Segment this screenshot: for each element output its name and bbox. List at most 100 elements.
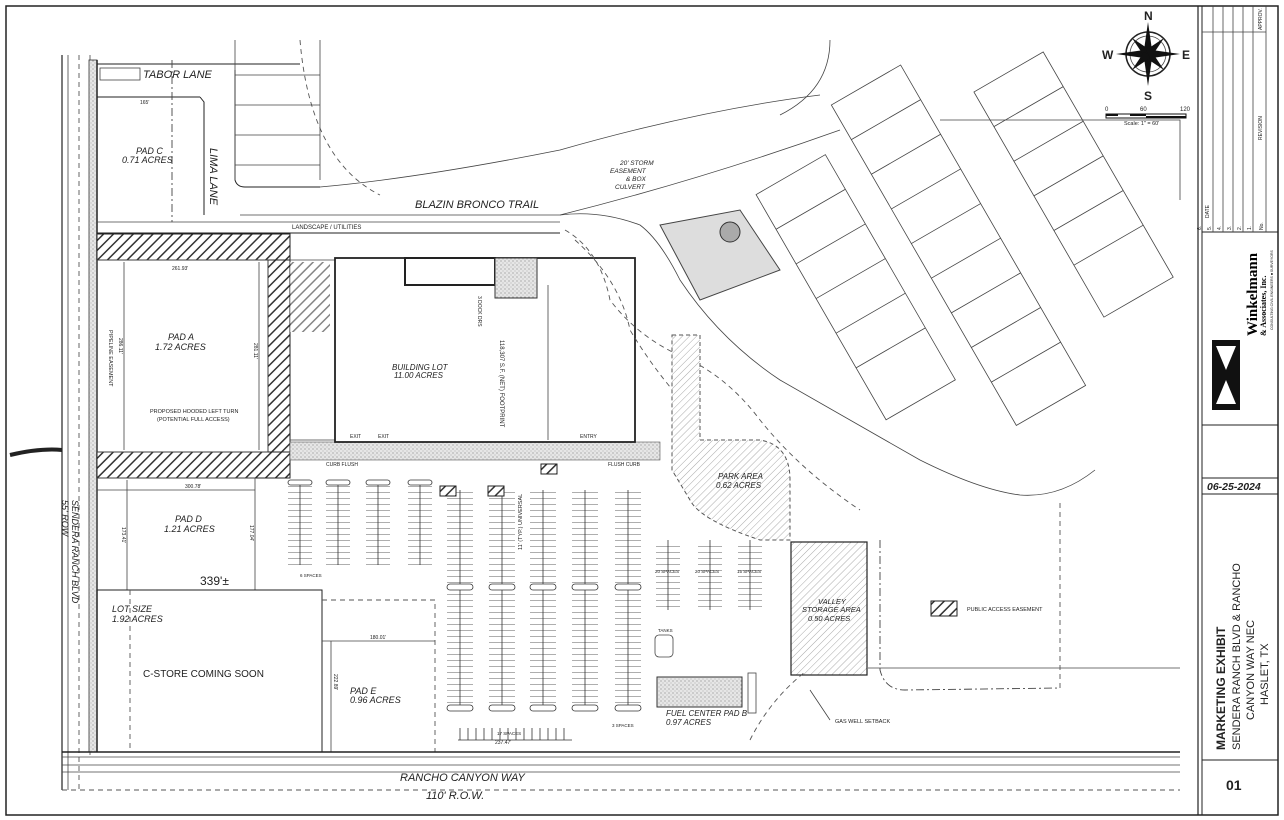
left-turn-label-2: (POTENTIAL FULL ACCESS)	[157, 417, 230, 423]
pad-a-name: PAD A	[168, 332, 194, 342]
fuel-area-value: 0.97 ACRES	[666, 718, 712, 727]
valley-storage-area: VALLEY STORAGE AREA 0.50 ACRES GAS WELL …	[749, 500, 1180, 741]
parking-stall-row	[572, 490, 598, 705]
tanks-label: TANKS	[658, 628, 673, 633]
north-arrow-icon: N S E W	[1102, 9, 1190, 103]
parking-island	[571, 583, 599, 591]
dim-pad-e-width: 180.01'	[370, 635, 386, 641]
dock-label: 3 DOCK DRS	[476, 296, 482, 327]
dim-frontage: 237.47'	[495, 740, 511, 746]
sendera-ranch-blvd: SENDERA RANCH BLVD 55' ROW	[9, 55, 98, 790]
revision-number: 1.	[1247, 226, 1253, 230]
dim-pad-a-width: 261.93'	[172, 266, 188, 272]
parking-island	[614, 583, 642, 591]
firm-block: Winkelmann & Associates, Inc. CONSULTING…	[1202, 249, 1278, 426]
pad-e: 180.01' 222.89' PAD E 0.96 ACRES	[322, 599, 436, 753]
parking-labels: 6 SPACES 20 SPACES 20 SPACES 15 SPACES 1…	[300, 494, 761, 746]
parking-stall-row	[656, 545, 680, 607]
dim-pad-d-left: 173.41'	[120, 527, 126, 543]
parking-island	[529, 583, 557, 591]
sendera-row-label: 55' ROW	[60, 500, 70, 538]
parking-stall-row	[447, 490, 473, 705]
storm-label-3: & BOX	[626, 176, 647, 183]
pad-d-area: 1.21 ACRES	[164, 524, 215, 534]
park-area: PARK AREA 0.62 ACRES	[671, 334, 791, 541]
parking-stall-row	[489, 490, 515, 705]
sheet-number: 01	[1226, 777, 1242, 793]
parking-island	[488, 704, 516, 712]
pad-c-area: 0.71 ACRES	[122, 155, 173, 165]
south-label: S	[1144, 89, 1152, 103]
spaces-label: 17 SPACES	[497, 731, 521, 736]
tabor-lima-lanes: TABOR LANE LIMA LANE	[97, 63, 320, 215]
pad-d-name: PAD D	[175, 514, 202, 524]
rancho-canyon-way: RANCHO CANYON WAY 110' R.O.W.	[62, 751, 1180, 802]
landscape-label: LANDSCAPE / UTILITIES	[292, 225, 361, 231]
sendera-road-label: SENDERA RANCH BLVD	[70, 500, 80, 604]
valley-area-value: 0.50 ACRES	[808, 614, 850, 623]
cstore-lot: LOT SIZE 1.92 ACRES C-STORE COMING SOON	[96, 589, 323, 753]
parking-island	[529, 704, 557, 712]
storm-label-1: 20' STORM	[619, 160, 654, 167]
cstore-label: C-STORE COMING SOON	[143, 669, 264, 680]
storm-label-4: CULVERT	[615, 184, 646, 191]
firm-name: Winkelmann	[1245, 252, 1261, 336]
parking-stall-row	[738, 545, 762, 607]
firm-subtitle: CONSULTING CIVIL ENGINEERS ■ SURVEYORS	[1270, 249, 1274, 330]
fuel-center-pad: TANKS FUEL CENTER PAD B 0.97 ACRES	[654, 628, 757, 727]
dim-pad-e-height: 222.89'	[332, 674, 338, 690]
approv-header: APPROV.	[1258, 8, 1264, 30]
winkelmann-logo-icon	[1212, 340, 1240, 410]
title-line-2: CANYON WAY NEC	[1245, 620, 1257, 720]
pad-c-name: PAD C	[136, 146, 163, 156]
parking-stall-row	[326, 485, 350, 565]
fuel-name: FUEL CENTER PAD B	[666, 709, 748, 718]
gas-well-label: GAS WELL SETBACK	[835, 719, 890, 725]
parking-stall-row	[366, 485, 390, 565]
dim-pad-d-right: 177.04'	[248, 525, 254, 541]
revision-number: 5.	[1207, 226, 1213, 230]
curb-flush-label: CURB FLUSH	[326, 462, 358, 468]
scale-tick: 120	[1180, 107, 1191, 113]
rancho-road-label: RANCHO CANYON WAY	[400, 772, 526, 784]
parking-stall-row	[615, 490, 641, 705]
spaces-label: 6 SPACES	[300, 573, 322, 578]
scale-tick: 60	[1140, 107, 1147, 113]
spaces-label: 20 SPACES	[695, 569, 719, 574]
pipeline-label: PIPELINE EASEMENT	[107, 330, 113, 387]
pad-a-area: 1.72 ACRES	[155, 342, 206, 352]
no-header: No.	[1259, 222, 1265, 230]
pad-c: 165' PAD C 0.71 ACRES	[122, 60, 173, 222]
rancho-row-label: 110' R.O.W.	[426, 790, 484, 802]
north-label: N	[1144, 9, 1153, 23]
parking-island	[571, 704, 599, 712]
dim-pad-d-width: 300.78'	[185, 484, 201, 490]
blazin-bronco-label: BLAZIN BRONCO TRAIL	[415, 199, 539, 211]
legend: PUBLIC ACCESS EASEMENT	[930, 600, 1043, 617]
exit-label: EXIT	[350, 434, 361, 440]
pad-a: 261.93' 286.11' 281.11' PAD A 1.72 ACRES…	[96, 259, 269, 453]
parking-stall-row	[288, 485, 312, 565]
sidewalk-ramp	[487, 485, 505, 497]
revision-number: 4.	[1217, 226, 1223, 230]
sidewalk-ramp	[540, 463, 558, 475]
frontage-label: 339'±	[200, 574, 229, 588]
storm-label-2: EASEMENT	[610, 168, 647, 175]
scale-label: Scale: 1" = 60'	[1124, 121, 1159, 127]
revision-number: 3.	[1227, 226, 1233, 230]
building-lot-name: BUILDING LOT	[392, 363, 449, 372]
valley-name: VALLEY	[818, 597, 847, 606]
lot-boundary-east	[940, 119, 1181, 200]
public-access-easement-hatch	[96, 233, 291, 479]
revision-header: REVISION	[1258, 116, 1264, 140]
spaces-label: 3 SPACES	[612, 723, 634, 728]
pad-e-area: 0.96 ACRES	[350, 695, 401, 705]
pad-d: 300.78' 173.41' 177.04' PAD D 1.21 ACRES…	[96, 477, 256, 591]
sidewalk-ramp	[439, 485, 457, 497]
spaces-label: 15 SPACES	[737, 569, 761, 574]
project-title: MARKETING EXHIBIT SENDERA RANCH BLVD & R…	[1214, 563, 1271, 750]
parking-stall-row	[530, 490, 556, 705]
lot-size-name: LOT SIZE	[112, 604, 153, 614]
title-block: REVISION APPROV. DATE 1.2.3.4.5.6. No. W…	[1197, 6, 1278, 815]
